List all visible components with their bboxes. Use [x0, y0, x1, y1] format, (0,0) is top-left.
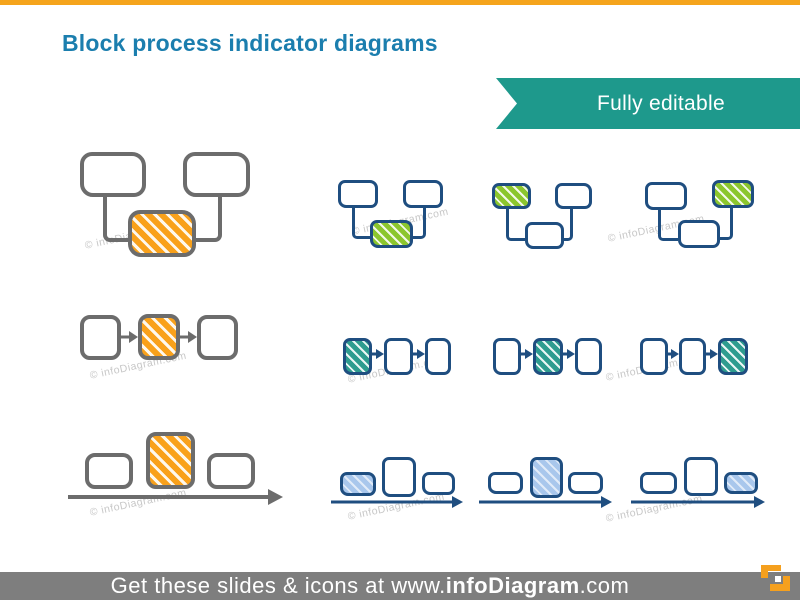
arrow-right-icon	[372, 349, 384, 359]
timeline-block-tall	[684, 457, 718, 496]
step-block	[384, 338, 413, 375]
block-top-right	[183, 152, 250, 197]
footer-bar: Get these slides & icons at www.infoDiag…	[0, 572, 800, 600]
connector-left	[352, 208, 370, 239]
step-block	[425, 338, 451, 375]
step-block-highlighted-teal	[718, 338, 748, 375]
arrow-right-icon	[413, 349, 425, 359]
block-highlighted-green	[370, 220, 413, 248]
timeline-block	[488, 472, 523, 494]
step-block	[575, 338, 602, 375]
connector-right	[720, 208, 733, 240]
footer-suffix: .com	[579, 573, 630, 598]
block-top-left	[645, 182, 687, 210]
block-top-right	[403, 180, 443, 208]
fully-editable-ribbon: Fully editable	[496, 78, 800, 129]
step-block	[80, 315, 121, 360]
timeline-block	[422, 472, 455, 495]
step-block-highlighted-orange	[138, 314, 180, 360]
timeline-arrow-icon	[331, 496, 463, 508]
timeline-block	[207, 453, 255, 489]
timeline-arrow-icon	[479, 496, 612, 508]
connector-right	[412, 208, 426, 239]
block-bottom	[525, 222, 564, 249]
arrow-right-icon	[521, 349, 533, 359]
block-highlighted-green	[712, 180, 754, 208]
step-block	[640, 338, 668, 375]
connector-right	[564, 209, 573, 241]
arrow-right-icon	[668, 349, 679, 359]
block-bottom	[678, 220, 720, 248]
arrow-right-icon	[563, 349, 575, 359]
timeline-arrow-icon	[68, 489, 283, 505]
timeline-block	[568, 472, 603, 494]
timeline-arrow-icon	[631, 496, 765, 508]
block-top-left	[338, 180, 378, 208]
page-title: Block process indicator diagrams	[62, 30, 438, 56]
footer-brand: infoDiagram	[445, 573, 580, 598]
block-top-right	[555, 183, 592, 209]
footer-text: Get these slides & icons at www.infoDiag…	[0, 572, 740, 600]
infodiagram-logo-icon	[758, 564, 792, 598]
timeline-block	[85, 453, 133, 489]
timeline-block-tall	[382, 457, 416, 497]
connector-left	[103, 197, 129, 242]
block-highlighted-green	[492, 183, 531, 209]
ribbon-label: Fully editable	[597, 91, 725, 115]
top-accent-bar	[0, 0, 800, 5]
timeline-block-highlighted-blue	[340, 472, 376, 496]
step-block-highlighted-teal	[343, 338, 372, 375]
step-block	[493, 338, 521, 375]
arrow-right-icon	[706, 349, 718, 359]
block-top-left	[80, 152, 146, 197]
timeline-block-highlighted-blue	[530, 457, 563, 498]
arrow-right-icon	[180, 331, 197, 343]
step-block-highlighted-teal	[533, 338, 563, 375]
timeline-block-highlighted-orange	[146, 432, 195, 489]
timeline-block-highlighted-blue	[724, 472, 758, 494]
connector-right	[196, 197, 222, 242]
timeline-block	[640, 472, 677, 494]
block-highlighted-orange	[128, 210, 196, 257]
step-block	[679, 338, 706, 375]
step-block	[197, 315, 238, 360]
arrow-right-icon	[121, 331, 138, 343]
connector-left	[658, 210, 678, 241]
footer-prefix: Get these slides & icons at www.	[110, 573, 446, 598]
connector-left	[506, 209, 525, 241]
